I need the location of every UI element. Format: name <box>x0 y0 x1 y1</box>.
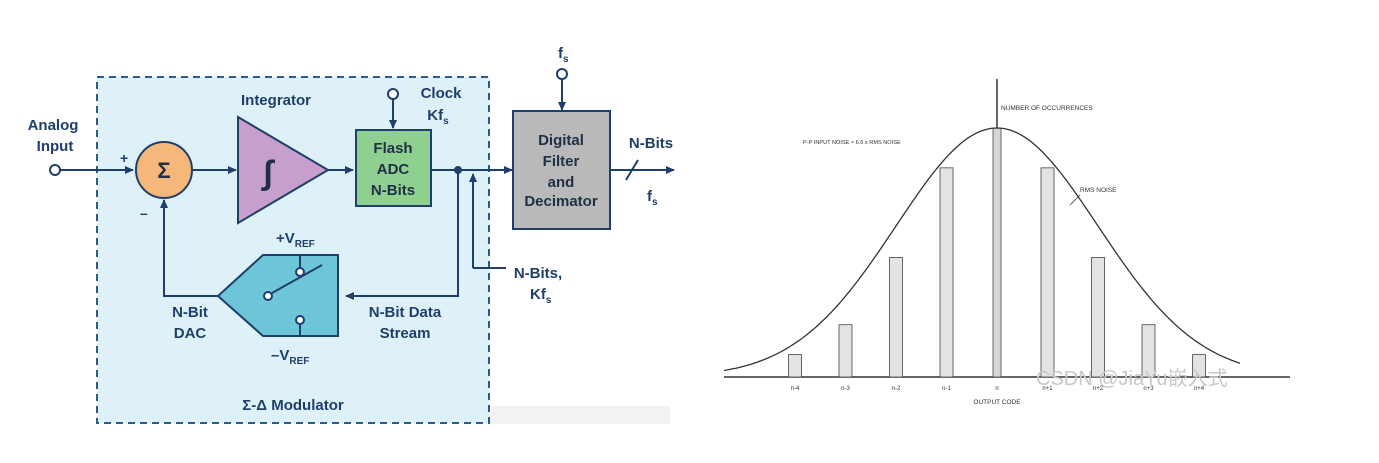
rms-noise-label: RMS NOISE <box>1080 187 1117 194</box>
x-tick-label: n-4 <box>791 386 800 392</box>
histogram-bar <box>889 257 903 378</box>
x-axis-label: OUTPUT CODE <box>973 399 1021 406</box>
filter-line2: Filter <box>543 153 580 170</box>
dac-block <box>216 254 339 337</box>
x-tick-label: n+1 <box>1042 386 1053 392</box>
x-tick-label: n <box>995 386 998 392</box>
vref-minus-label: –VREF <box>271 347 309 367</box>
x-tick-label: n+3 <box>1143 386 1154 392</box>
histogram-tick-labels: n-4 n-3 n-2 n-1 n n+1 n+2 n+3 n+4 <box>791 386 1205 392</box>
histogram-bars <box>788 127 1206 378</box>
watermark: CSDN @JiaYu嵌入式 <box>1036 367 1227 390</box>
histogram-bar <box>838 324 853 378</box>
x-tick-label: n-3 <box>841 386 850 392</box>
fs-top-label: fs <box>558 45 569 65</box>
histogram-bar <box>1040 167 1055 378</box>
x-tick-label: n+4 <box>1194 386 1205 392</box>
minus-sign: – <box>140 205 148 221</box>
rms-noise-pointer <box>1069 194 1081 206</box>
pp-noise-label: P-P INPUT NOISE ≈ 6.6 x RMS NOISE <box>803 140 901 146</box>
integrator-label: Integrator <box>241 92 311 109</box>
filter-line4: Decimator <box>524 193 598 210</box>
digital-filter-block <box>512 110 611 230</box>
flash-adc-block <box>355 129 432 207</box>
filter-line3: and <box>548 174 575 191</box>
histogram-bar <box>939 167 954 378</box>
histogram-bar-center <box>992 127 1002 378</box>
data-stream-line1: N-Bit Data <box>369 304 442 321</box>
histogram-bar <box>1141 324 1156 378</box>
tap-kfs-label: Kfs <box>530 286 552 306</box>
y-axis-label: NUMBER OF OCCURRENCES <box>1001 105 1093 112</box>
tap-nbits-label: N-Bits, <box>514 265 562 282</box>
modulator-panel <box>96 76 490 424</box>
dac-switch-bottom <box>295 315 305 325</box>
dac-label-line1: N-Bit <box>172 304 208 321</box>
histogram-bar <box>788 354 802 378</box>
analog-input-terminal <box>49 164 61 176</box>
clock-freq-label: Kfs <box>427 107 449 127</box>
x-tick-label: n-2 <box>892 386 901 392</box>
faint-blur <box>490 406 670 424</box>
vref-plus-label: +VREF <box>276 230 315 250</box>
flash-adc-line1: Flash <box>373 140 412 157</box>
flash-adc-line3: N-Bits <box>371 182 415 199</box>
x-tick-label: n-1 <box>942 386 951 392</box>
analog-input-label-line2: Input <box>37 138 74 155</box>
integrator-block <box>237 115 330 225</box>
plus-sign: + <box>120 150 128 166</box>
fs-top-terminal <box>556 68 568 80</box>
histogram-bar <box>1192 354 1206 378</box>
feedback-path <box>345 170 459 300</box>
sigma-symbol: Σ <box>157 158 170 183</box>
histogram-bar <box>1091 257 1105 378</box>
analog-input-label-line1: Analog <box>28 117 79 134</box>
dac-switch-pivot <box>263 291 273 301</box>
data-stream-line2: Stream <box>380 325 431 342</box>
output-nbits-label: N-Bits <box>629 135 673 152</box>
output-fs-label: fs <box>647 188 658 208</box>
gaussian-curve <box>723 127 1241 372</box>
dac-to-summer <box>160 199 218 297</box>
filter-line1: Digital <box>538 132 584 149</box>
dac-switch-arm <box>271 264 323 294</box>
flash-adc-line2: ADC <box>377 161 410 178</box>
integral-symbol: ∫ <box>260 154 275 192</box>
dac-label-line2: DAC <box>174 325 207 342</box>
bus-slash <box>625 159 639 181</box>
noise-histogram: n-4 n-3 n-2 n-1 n n+1 n+2 n+3 n+4 NUMBER OF OCCU… <box>723 79 1290 406</box>
modulator-title: Σ-Δ Modulator <box>242 397 344 414</box>
clock-terminal <box>387 88 399 100</box>
x-tick-label: n+2 <box>1093 386 1104 392</box>
clock-label: Clock <box>421 85 463 102</box>
